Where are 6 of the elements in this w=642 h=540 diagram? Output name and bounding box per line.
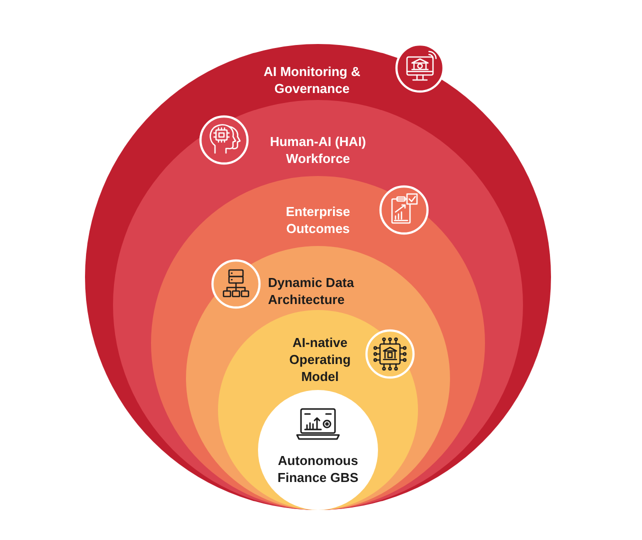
layer-title: Autonomous Finance GBS — [276, 452, 360, 486]
layer-title: AI Monitoring & Governance — [262, 63, 362, 97]
layer-title: AI-native Operating Model — [288, 334, 352, 385]
layer-title: Enterprise Outcomes — [284, 203, 352, 237]
layer-title: Dynamic Data Architecture — [268, 274, 355, 308]
layer-title: Human-AI (HAI) Workforce — [268, 133, 368, 167]
